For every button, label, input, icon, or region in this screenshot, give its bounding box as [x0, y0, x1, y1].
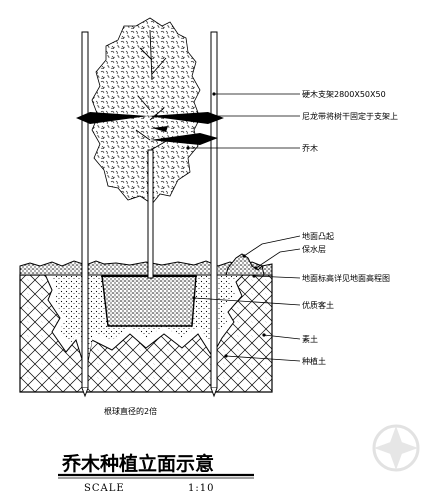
drawing-title: 乔木种植立面示意 [61, 452, 214, 475]
label-planting-soil: 种植土 [302, 356, 326, 366]
label-ground-bulge: 地面凸起 [302, 231, 334, 241]
label-plain-soil: 素土 [302, 334, 318, 344]
stake-right [210, 31, 218, 389]
leader-dots [154, 92, 266, 358]
tree [91, 17, 201, 279]
scale-label: SCALE [84, 483, 125, 494]
stakes [81, 31, 218, 398]
watermark-logo [372, 424, 420, 472]
label-stake: 硬木支架2800X50X50 [302, 89, 386, 99]
label-root-ball: 根球直径的2倍 [104, 406, 157, 416]
leader-lines [156, 93, 301, 362]
label-tree: 乔木 [302, 143, 318, 153]
label-nylon-rope: 尼龙带将树干固定于支架上 [302, 111, 398, 121]
tree-canopy [91, 17, 201, 205]
label-quality-soil: 优质客土 [302, 300, 334, 310]
label-ground-level: 地面标高详见地面高程图 [302, 273, 390, 283]
title-block: 乔木种植立面示意 SCALE 1:10 [58, 452, 254, 494]
root-ball [101, 275, 197, 327]
annotation-labels: 硬木支架2800X50X50 尼龙带将树干固定于支架上 乔木 地面凸起 保水层 … [104, 89, 398, 416]
stake-left [81, 31, 89, 389]
nylon-straps [76, 112, 224, 145]
scale-value: 1:10 [188, 483, 214, 494]
soil-section [19, 253, 273, 393]
label-mulch: 保水层 [302, 244, 326, 254]
tree-trunk [147, 149, 154, 279]
